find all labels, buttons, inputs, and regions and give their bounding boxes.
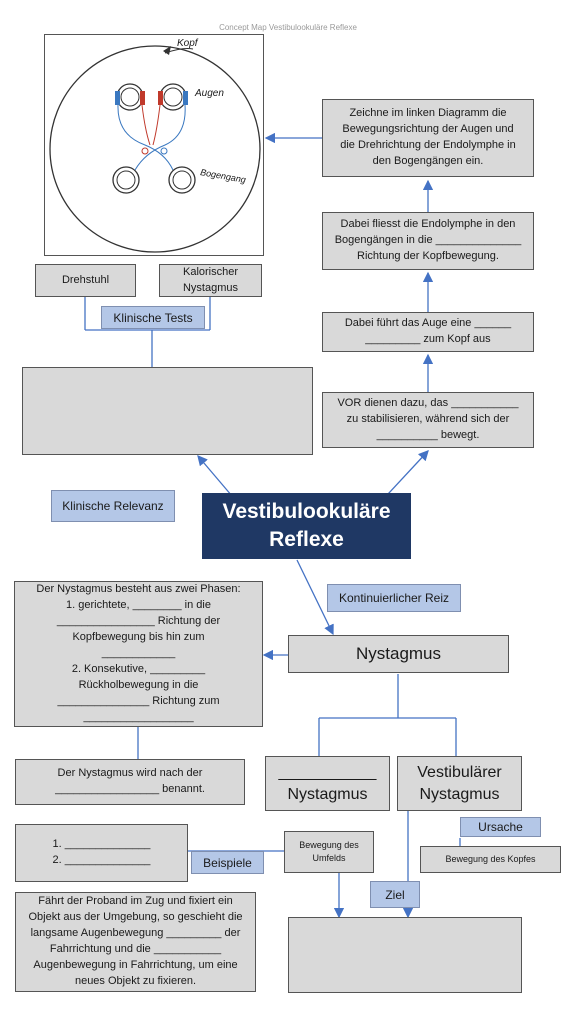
klinische-relevanz-label: Klinische Relevanz	[51, 490, 175, 522]
vor-purpose-box: VOR dienen dazu, das ___________zu stabi…	[322, 392, 534, 448]
ziel-answer-box[interactable]	[288, 917, 522, 993]
train-example-box: Fährt der Proband im Zug und fixiert ein…	[15, 892, 256, 992]
ursache-label: Ursache	[460, 817, 541, 837]
nystagmus-box: Nystagmus	[288, 635, 509, 673]
klinische-tests-label: Klinische Tests	[101, 306, 205, 329]
nystagmus-named-box: Der Nystagmus wird nach der_____________…	[15, 759, 245, 805]
head-drawing	[49, 45, 261, 253]
page-title: Concept Map Vestibulookuläre Reflexe	[219, 23, 357, 32]
blank-nystagmus-type-box: ___________Nystagmus	[265, 756, 390, 811]
kopf-label: Kopf	[177, 38, 198, 49]
beispiele-label: Beispiele	[191, 851, 264, 874]
eye-diagram[interactable]: Kopf Augen Bogengang	[44, 34, 264, 256]
nystagmus-phases-box: Der Nystagmus besteht aus zwei Phasen: 1…	[14, 581, 263, 727]
drehstuhl-box: Drehstuhl	[35, 264, 136, 297]
kontinuierlicher-reiz-label: Kontinuierlicher Reiz	[327, 584, 461, 612]
ziel-label: Ziel	[370, 881, 420, 908]
examples-box[interactable]: 1. ______________2. ______________	[15, 824, 188, 882]
eye-movement-box: Dabei führt das Auge eine ______________…	[322, 312, 534, 352]
augen-label: Augen	[195, 88, 224, 99]
bewegung-kopf-box: Bewegung des Kopfes	[420, 846, 561, 873]
clinical-relevance-answer-box[interactable]	[22, 367, 313, 455]
